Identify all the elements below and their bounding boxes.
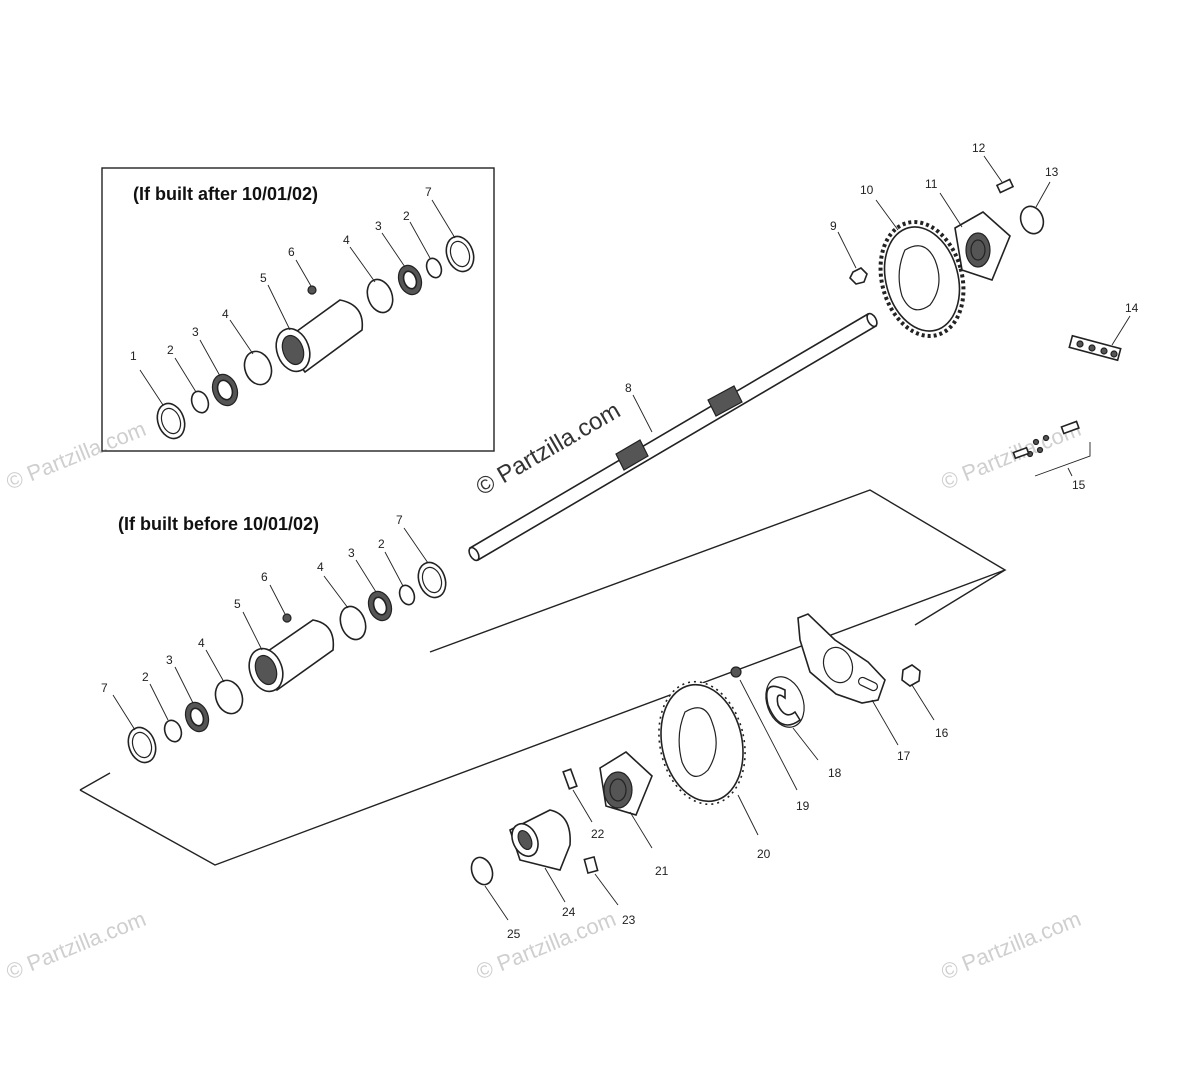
callout-label: 18 — [828, 766, 842, 780]
bolt-part — [995, 178, 1015, 194]
callout-label: 3 — [192, 325, 199, 339]
assembly-frame — [79, 489, 1007, 866]
hub-part — [599, 751, 653, 816]
callout-label: 2 — [167, 343, 174, 357]
callout-label: 4 — [317, 560, 324, 574]
callout-label: 15 — [1072, 478, 1086, 492]
callout-label: 5 — [234, 597, 241, 611]
callout-label: 21 — [655, 864, 669, 878]
callout-label: 8 — [625, 381, 632, 395]
callout-label: 3 — [348, 546, 355, 560]
oring-part — [1019, 205, 1045, 235]
master-link-part — [1012, 420, 1080, 460]
clip-part — [766, 685, 802, 726]
stud-part — [562, 768, 578, 790]
callout-label: 24 — [562, 905, 576, 919]
callout-label: 2 — [403, 209, 410, 223]
callout-label: 10 — [860, 183, 874, 197]
callout-label: 20 — [757, 847, 771, 861]
oring-part — [470, 856, 494, 886]
callout-label: 12 — [972, 141, 986, 155]
callout-label: 11 — [925, 177, 938, 191]
bracket-part — [797, 613, 886, 704]
callout-label: 23 — [622, 913, 636, 927]
brake-disc-part — [658, 680, 746, 806]
callout-label: 17 — [897, 749, 911, 763]
chain-part — [1068, 334, 1122, 362]
callout-label: 4 — [198, 636, 205, 650]
callout-label: 5 — [260, 271, 267, 285]
bolt-part — [583, 855, 599, 875]
callout-label: 7 — [425, 185, 432, 199]
housing-part — [509, 809, 571, 871]
inset-callouts: 1 2 3 4 5 6 4 3 2 7 — [130, 185, 432, 363]
callout-label: 2 — [142, 670, 149, 684]
heading-built-after: (If built after 10/01/02) — [133, 184, 318, 204]
callout-label: 9 — [830, 219, 837, 233]
callout-label: 25 — [507, 927, 521, 941]
before-callouts: 7 2 3 4 5 6 4 3 2 7 — [101, 513, 403, 695]
nut-part — [901, 664, 921, 687]
sprocket-part — [878, 220, 966, 338]
inset-leaders — [139, 199, 456, 406]
callout-label: 1 — [130, 349, 137, 363]
axle-shaft — [468, 312, 878, 562]
inset-parts — [156, 235, 475, 440]
callout-label: 6 — [261, 570, 268, 584]
callout-label: 6 — [288, 245, 295, 259]
callout-label: 2 — [378, 537, 385, 551]
callout-label: 22 — [591, 827, 605, 841]
callout-label: 3 — [166, 653, 173, 667]
watermark: © Partzilla.com — [473, 906, 620, 985]
before-leaders — [112, 527, 429, 731]
watermark: © Partzilla.com — [3, 416, 150, 495]
heading-built-before: (If built before 10/01/02) — [118, 514, 319, 534]
callout-label: 13 — [1045, 165, 1059, 179]
callout-label: 14 — [1125, 301, 1139, 315]
callout-label: 16 — [935, 726, 949, 740]
callout-label: 7 — [101, 681, 108, 695]
callout-label: 3 — [375, 219, 382, 233]
nut-part — [849, 267, 868, 285]
callout-label: 4 — [222, 307, 229, 321]
before-parts — [127, 561, 447, 764]
inset-frame — [101, 167, 495, 452]
callout-label: 19 — [796, 799, 810, 813]
callout-label: 4 — [343, 233, 350, 247]
hub-part — [954, 211, 1011, 281]
nut-part — [730, 666, 742, 678]
watermark: © Partzilla.com — [938, 906, 1085, 985]
watermark: © Partzilla.com — [3, 906, 150, 985]
callout-label: 7 — [396, 513, 403, 527]
